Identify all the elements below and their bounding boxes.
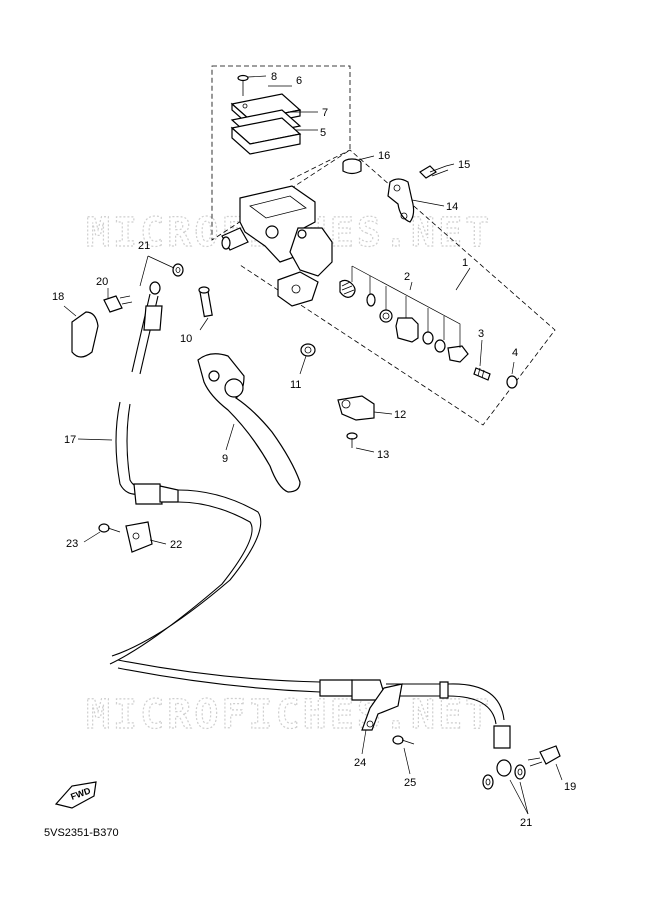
union-bolt-top xyxy=(103,295,133,313)
union-bolt-bottom xyxy=(527,745,561,767)
adjuster-nut xyxy=(506,375,518,389)
callout-8: 8 xyxy=(271,71,277,83)
piston-boot xyxy=(447,345,469,363)
master-cylinder-body xyxy=(221,185,333,307)
callout-labels: 1 2 3 4 5 6 7 8 9 10 11 12 13 14 15 16 1… xyxy=(52,71,576,829)
callout-17: 17 xyxy=(64,434,76,446)
lever-pivot-nut xyxy=(300,343,316,357)
master-cylinder-group-box xyxy=(239,149,556,426)
callout-16: 16 xyxy=(378,150,390,162)
master-cylinder-holder xyxy=(387,178,415,223)
union-bolt-cover xyxy=(71,311,99,358)
callout-18: 18 xyxy=(52,291,64,303)
hose-banjo-bottom xyxy=(496,759,512,777)
lever-pivot-bolt xyxy=(198,286,213,318)
callout-2: 2 xyxy=(404,271,410,283)
fwd-arrow-icon: FWD xyxy=(54,781,97,809)
piston-cup-1 xyxy=(366,293,376,307)
callout-20: 20 xyxy=(96,276,108,288)
leader-lines xyxy=(63,75,563,815)
callout-22: 22 xyxy=(170,539,182,551)
callout-4: 4 xyxy=(512,347,518,359)
callout-14: 14 xyxy=(446,201,458,213)
callout-11: 11 xyxy=(290,379,301,391)
adjuster-bolt xyxy=(473,367,491,381)
reservoir-diaphragm xyxy=(230,117,302,155)
callout-9: 9 xyxy=(222,453,228,465)
hose-bracket xyxy=(361,683,403,731)
callout-12: 12 xyxy=(394,409,406,421)
hose-clamp xyxy=(125,521,153,553)
callout-13: 13 xyxy=(377,449,389,461)
diagram-code: 5VS2351-B370 xyxy=(44,827,119,839)
callout-24: 24 xyxy=(354,757,366,769)
callout-10: 10 xyxy=(180,333,192,345)
callout-6: 6 xyxy=(296,75,302,87)
callout-25: 25 xyxy=(404,777,416,789)
copper-washer-top-1 xyxy=(172,263,184,277)
switch-screw xyxy=(346,432,358,448)
copper-washer-bottom-1 xyxy=(514,764,526,780)
clamp-bolt xyxy=(98,523,121,533)
callout-21-top: 21 xyxy=(138,240,150,252)
rubber-cap xyxy=(342,158,362,175)
reservoir-screw xyxy=(237,74,249,96)
piston-cup-2 xyxy=(379,309,393,323)
piston xyxy=(395,317,419,343)
piston-cup-3 xyxy=(422,331,434,345)
front-brake-switch xyxy=(337,395,375,421)
copper-washer-top-2 xyxy=(149,281,161,295)
copper-washer-bottom-2 xyxy=(482,774,494,790)
clutch-lever xyxy=(197,353,301,493)
bracket-bolt xyxy=(392,735,415,745)
callout-21-bottom: 21 xyxy=(520,817,532,829)
clutch-hose xyxy=(109,293,511,749)
watermark-bottom: MICROFICHES.NET xyxy=(86,692,492,738)
reservoir-group-box xyxy=(211,65,351,241)
holder-bolt xyxy=(419,165,449,179)
piston-circlip xyxy=(434,339,446,353)
callout-19: 19 xyxy=(564,781,576,793)
piston-spring xyxy=(339,279,356,298)
callout-15: 15 xyxy=(458,159,470,171)
leader-2 xyxy=(351,265,461,348)
callout-7: 7 xyxy=(322,107,328,119)
callout-3: 3 xyxy=(478,328,484,340)
callout-1: 1 xyxy=(462,257,468,269)
callout-23: 23 xyxy=(66,538,78,550)
callout-5: 5 xyxy=(320,127,326,139)
